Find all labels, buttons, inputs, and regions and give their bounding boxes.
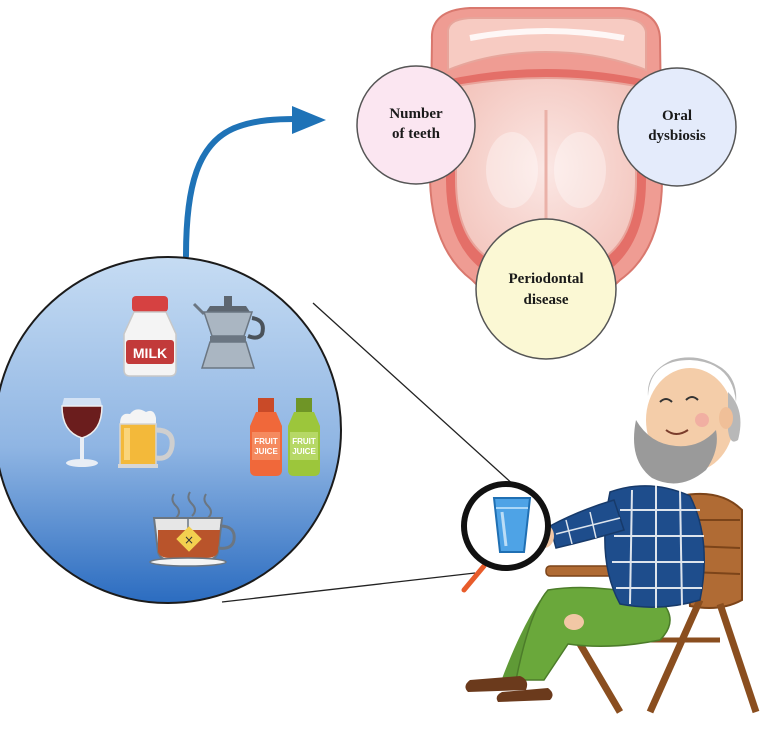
curved-arrow <box>183 106 326 259</box>
bubble-number-of-teeth-line2: of teeth <box>392 126 441 142</box>
tea-cup-icon: × <box>149 491 236 567</box>
fruit-juice-bottle-icon: FRUIT JUICE <box>250 398 282 476</box>
bubble-periodontal-disease-line2: disease <box>524 292 569 308</box>
bubble-periodontal-disease-circle <box>475 218 617 360</box>
bubble-oral-dysbiosis-line1: Oral <box>662 108 692 124</box>
wine-glass-icon <box>61 398 103 467</box>
bubble-oral-dysbiosis: Oral dysbiosis <box>617 67 737 187</box>
magnifier-icon <box>461 481 551 593</box>
bubble-number-of-teeth-line1: Number <box>389 106 443 122</box>
bubble-number-of-teeth-circle <box>356 65 476 185</box>
magnifier-connector-lines <box>221 302 517 603</box>
bubble-periodontal-disease-line1: Periodontal <box>509 271 584 287</box>
fruit-juice-bottle-icon: FRUIT JUICE <box>288 398 320 476</box>
milk-label: MILK <box>133 345 167 361</box>
juice-2-label-line2: JUICE <box>292 447 316 456</box>
bubble-oral-dysbiosis-line2: dysbiosis <box>648 128 706 144</box>
moka-pot-icon <box>192 296 265 369</box>
mouth-illustration <box>428 7 664 314</box>
juice-1-label-line2: JUICE <box>254 447 278 456</box>
juice-2-label-line1: FRUIT <box>292 437 316 446</box>
elderly-man-illustration <box>465 357 760 714</box>
bubble-periodontal-disease: Periodontal disease <box>475 218 617 360</box>
beverage-circle: MILK <box>0 256 342 604</box>
bubble-oral-dysbiosis-circle <box>617 67 737 187</box>
juice-1-label-line1: FRUIT <box>254 437 278 446</box>
beer-mug-icon <box>118 409 175 468</box>
svg-text:×: × <box>184 533 194 547</box>
bubble-number-of-teeth: Number of teeth <box>356 65 476 185</box>
milk-bottle-icon: MILK <box>123 296 177 377</box>
